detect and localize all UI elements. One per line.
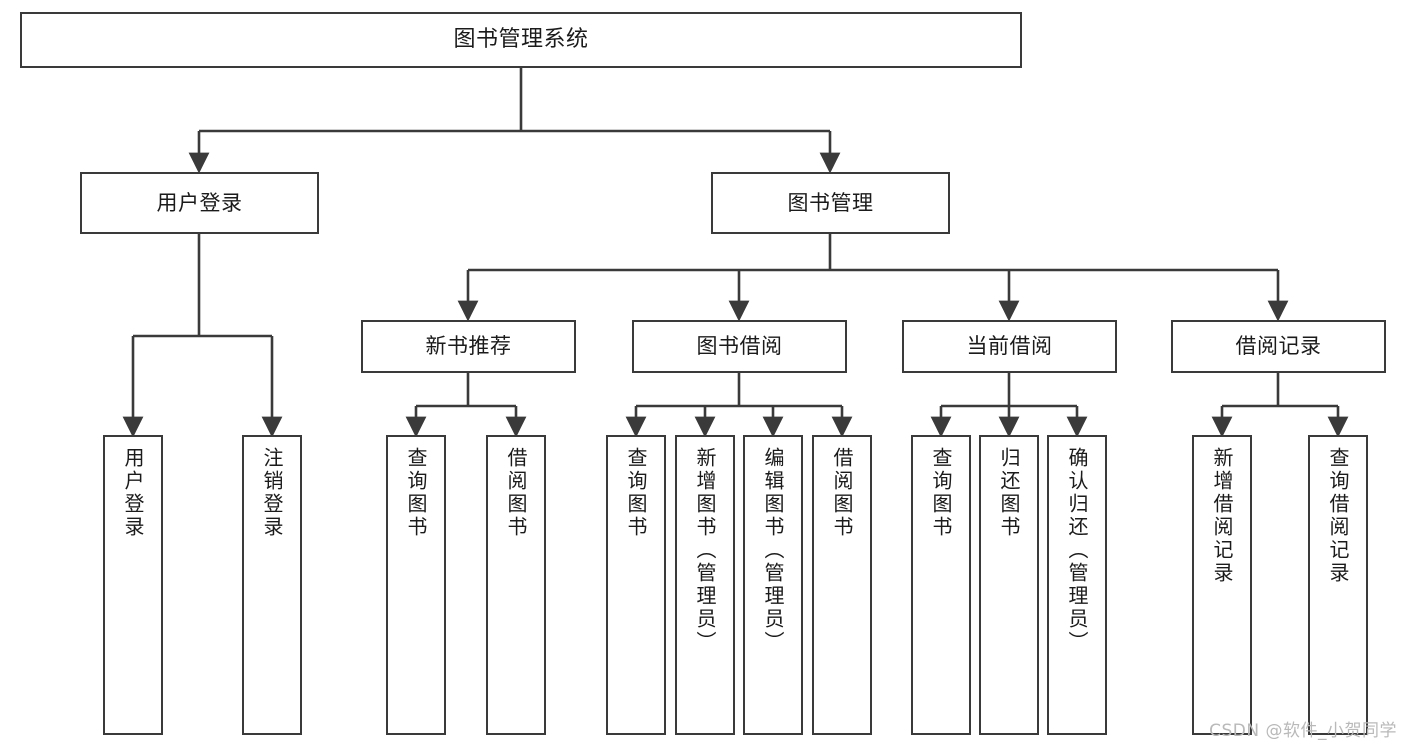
node-book-manage-label: 图书管理 <box>787 190 874 215</box>
node-leaf-add-record[interactable]: 新增借阅记录 <box>1192 435 1252 735</box>
node-leaf-query-book-1[interactable]: 查询图书 <box>386 435 446 735</box>
node-leaf-user-logout-label: 注销登录 <box>260 447 284 539</box>
node-book-borrow-label: 图书借阅 <box>696 334 783 359</box>
node-leaf-query-book-1-label: 查询图书 <box>404 447 428 539</box>
node-user-login-label: 用户登录 <box>156 190 243 215</box>
node-leaf-edit-book-label: 编辑图书（管理员） <box>761 447 785 654</box>
node-leaf-add-record-label: 新增借阅记录 <box>1210 447 1234 585</box>
node-leaf-query-book-3-label: 查询图书 <box>929 447 953 539</box>
node-current-borrow[interactable]: 当前借阅 <box>902 320 1117 373</box>
node-new-book-recommend[interactable]: 新书推荐 <box>361 320 576 373</box>
node-current-borrow-label: 当前借阅 <box>966 334 1053 359</box>
node-borrow-record[interactable]: 借阅记录 <box>1171 320 1386 373</box>
node-leaf-user-login[interactable]: 用户登录 <box>103 435 163 735</box>
node-leaf-return-book[interactable]: 归还图书 <box>979 435 1039 735</box>
node-leaf-return-book-label: 归还图书 <box>997 447 1021 539</box>
node-leaf-edit-book[interactable]: 编辑图书（管理员） <box>743 435 803 735</box>
node-root-label: 图书管理系统 <box>453 27 589 53</box>
node-leaf-borrow-book-1[interactable]: 借阅图书 <box>486 435 546 735</box>
node-root[interactable]: 图书管理系统 <box>20 12 1022 68</box>
node-leaf-confirm-return-label: 确认归还（管理员） <box>1065 447 1089 654</box>
node-leaf-query-book-2-label: 查询图书 <box>624 447 648 539</box>
node-leaf-add-book[interactable]: 新增图书（管理员） <box>675 435 735 735</box>
node-leaf-query-book-2[interactable]: 查询图书 <box>606 435 666 735</box>
node-book-borrow[interactable]: 图书借阅 <box>632 320 847 373</box>
node-leaf-borrow-book-1-label: 借阅图书 <box>504 447 528 539</box>
node-leaf-add-book-label: 新增图书（管理员） <box>693 447 717 654</box>
node-leaf-user-logout[interactable]: 注销登录 <box>242 435 302 735</box>
node-leaf-query-book-3[interactable]: 查询图书 <box>911 435 971 735</box>
node-leaf-borrow-book-2-label: 借阅图书 <box>830 447 854 539</box>
node-leaf-user-login-label: 用户登录 <box>121 447 145 539</box>
node-new-book-recommend-label: 新书推荐 <box>425 334 512 359</box>
node-leaf-query-record-label: 查询借阅记录 <box>1326 447 1350 585</box>
node-leaf-confirm-return[interactable]: 确认归还（管理员） <box>1047 435 1107 735</box>
node-leaf-borrow-book-2[interactable]: 借阅图书 <box>812 435 872 735</box>
node-book-manage[interactable]: 图书管理 <box>711 172 950 234</box>
node-leaf-query-record[interactable]: 查询借阅记录 <box>1308 435 1368 735</box>
csdn-watermark: CSDN @软件_小贺同学 <box>1209 721 1397 741</box>
node-borrow-record-label: 借阅记录 <box>1235 334 1322 359</box>
node-user-login[interactable]: 用户登录 <box>80 172 319 234</box>
